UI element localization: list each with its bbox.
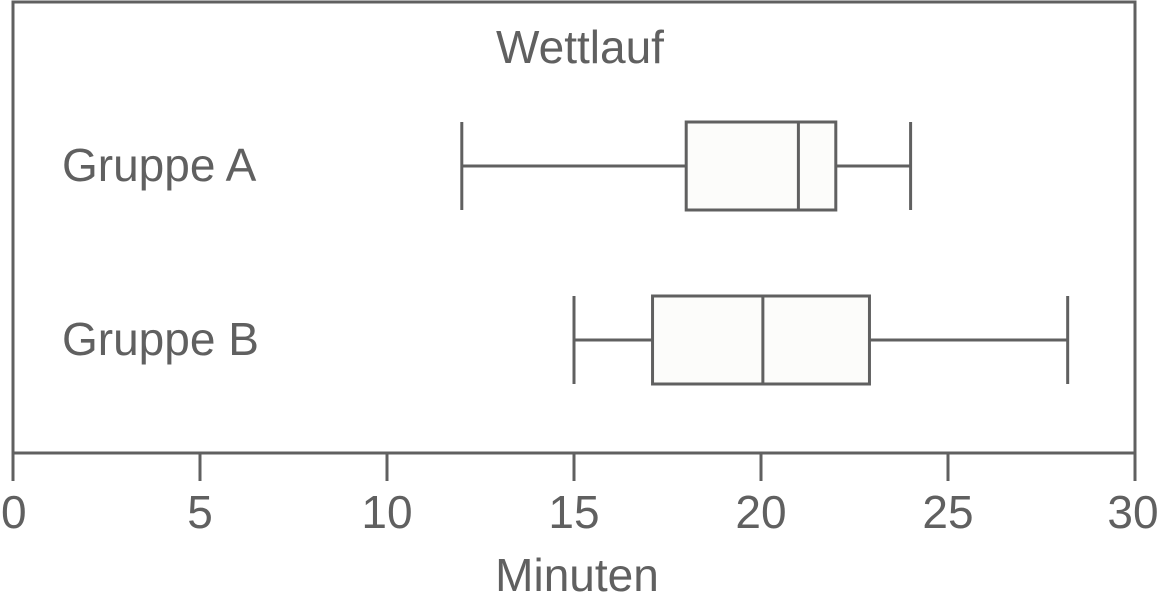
box-series: Gruppe A Gruppe B [62, 120, 1070, 386]
interquartile-box [651, 294, 871, 386]
x-axis-ticks: 0 5 10 15 20 25 30 [1, 453, 1159, 538]
chart-title: Wettlauf [496, 21, 664, 73]
x-tick-label: 25 [922, 486, 973, 538]
x-axis-label: Minuten [495, 549, 659, 601]
x-tick-label: 10 [361, 486, 412, 538]
x-tick-label: 0 [1, 486, 27, 538]
series-label: Gruppe B [62, 313, 259, 365]
box-row: Gruppe A [62, 120, 913, 212]
box-row: Gruppe B [62, 294, 1070, 386]
x-tick-label: 5 [187, 486, 213, 538]
interquartile-box [684, 120, 838, 212]
x-tick-label: 20 [735, 486, 786, 538]
x-tick-label: 30 [1107, 486, 1158, 538]
series-label: Gruppe A [62, 139, 257, 191]
x-tick-label: 15 [548, 486, 599, 538]
